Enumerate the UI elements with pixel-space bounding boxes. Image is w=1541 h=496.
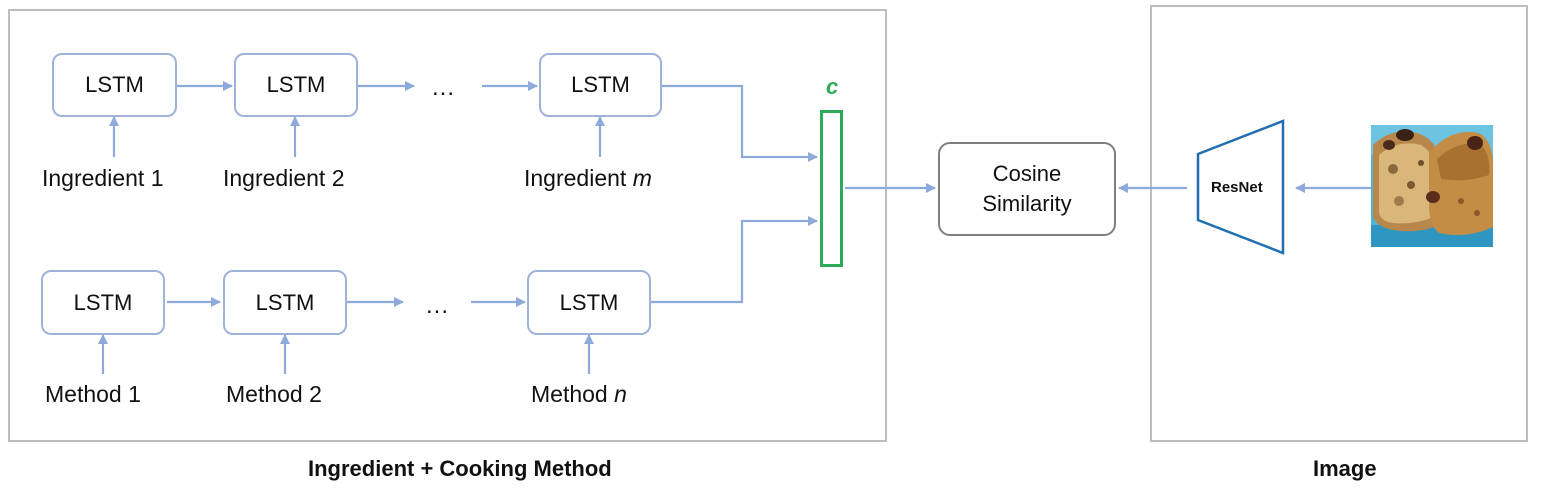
ingredient-1-label: Ingredient 1 [42, 165, 164, 191]
image-encoder-caption: Image [1313, 456, 1377, 481]
method-n-var: n [614, 381, 627, 407]
lstm-method-2: LSTM [223, 270, 347, 335]
lstm-ingredient-2: LSTM [234, 53, 358, 117]
food-photo [1371, 125, 1493, 247]
lstm-label: LSTM [559, 289, 619, 315]
cosine-line-2: Similarity [982, 191, 1072, 216]
arrow-method-to-c [651, 216, 818, 304]
cosine-similarity-box: Cosine Similarity [938, 142, 1116, 236]
method-n-label: Method n [531, 381, 627, 408]
lstm-label: LSTM [73, 289, 133, 315]
resnet-label: ResNet [1211, 179, 1263, 196]
concat-vector [820, 110, 843, 267]
lstm-ingredient-1: LSTM [52, 53, 177, 117]
text-encoder-caption: Ingredient + Cooking Method [308, 456, 612, 481]
arrow-ingredient-to-c [662, 84, 818, 162]
lstm-label: LSTM [85, 72, 144, 97]
lstm-label: LSTM [266, 72, 326, 97]
method-ellipsis: ... [426, 292, 450, 319]
ingredient-m-prefix: Ingredient [524, 165, 633, 191]
lstm-label: LSTM [571, 72, 630, 97]
lstm-ingredient-m: LSTM [539, 53, 662, 117]
method-2-label: Method 2 [226, 381, 322, 407]
cosine-line-1: Cosine [992, 161, 1062, 187]
ingredient-2-label: Ingredient 2 [223, 165, 345, 191]
concat-vector-label: c [826, 74, 839, 99]
ingredient-ellipsis: ... [432, 74, 456, 101]
method-1-label: Method 1 [45, 381, 141, 407]
ingredient-m-var: m [632, 165, 652, 191]
image-encoder-panel [1150, 5, 1528, 442]
lstm-method-1: LSTM [41, 270, 165, 335]
ingredient-m-label: Ingredient m [524, 165, 652, 192]
lstm-label: LSTM [255, 289, 315, 315]
lstm-method-n: LSTM [527, 270, 651, 335]
method-n-prefix: Method [531, 381, 615, 407]
resnet-block [1196, 119, 1285, 255]
text-encoder-panel [8, 9, 887, 442]
